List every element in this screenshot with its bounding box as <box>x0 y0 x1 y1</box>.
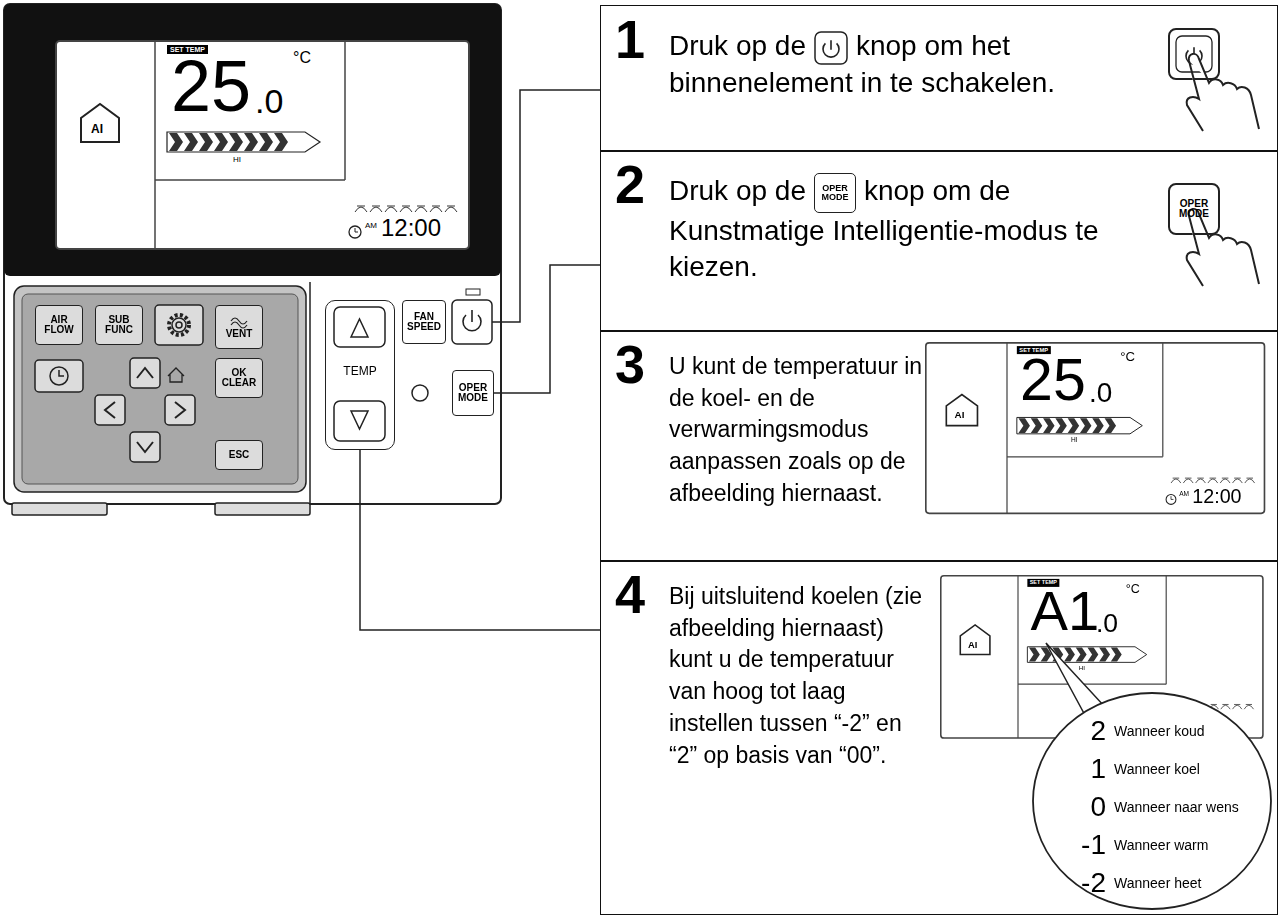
text-cell: Wanneer koud <box>1106 722 1205 740</box>
digit-cell: -1 <box>1031 831 1106 859</box>
step-number: 4 <box>615 567 645 621</box>
digit-cell: 0 <box>1031 793 1106 821</box>
leader-line <box>492 90 600 322</box>
text-cell: Wanneer heet <box>1106 874 1201 892</box>
remote-button: FAN SPEED <box>402 300 446 344</box>
step-text: Druk op deknop om het binnenelement in t… <box>669 28 1149 101</box>
text-cell: Wanneer warm <box>1106 836 1208 854</box>
ai-icon-text: AI <box>955 410 965 420</box>
step-box: 3 U kunt de temperatuur in de koel- en de… <box>600 330 1278 562</box>
lcd-display: AISET TEMP25.0°CHIAM12:00 <box>925 342 1265 514</box>
pressing-hand <box>1165 25 1265 135</box>
callout-digit: -2 <box>1081 867 1106 898</box>
step-text: Druk op deOPER MODEknop om de Kunstmatig… <box>669 173 1149 286</box>
callout-digit: 0 <box>1090 791 1106 822</box>
degree-unit: °C <box>1126 583 1140 595</box>
text-cell: Wanneer naar wens <box>1106 798 1239 816</box>
fan-speed-text: HI <box>1071 437 1078 444</box>
temperature-digits: 25 <box>1020 350 1086 409</box>
magnifier-callout: 2 Wanneer koud 1 Wanneer koel 0 Wanneer naar … <box>1031 691 1273 911</box>
button-label: OPER MODE <box>1179 199 1209 220</box>
callout-digit: 2 <box>1090 715 1106 746</box>
callout-row: 0 Wanneer naar wens <box>1031 789 1273 825</box>
callout-text: Wanneer koud <box>1114 723 1205 739</box>
step-box: 1 Druk op deknop om het binnenelement in … <box>600 5 1278 152</box>
callout-digit: 1 <box>1090 753 1106 784</box>
clock-time: 12:00 <box>381 216 441 240</box>
ai-icon-text: AI <box>968 640 977 649</box>
button-label: SUB FUNC <box>105 315 133 336</box>
step-box: 2Druk op deOPER MODEknop om de Kunstmati… <box>600 150 1278 332</box>
callout-text: Wanneer warm <box>1114 837 1208 853</box>
step-number: 3 <box>615 337 645 391</box>
temperature-decimal: .0 <box>1096 609 1118 636</box>
remote-button: ESC <box>215 440 263 470</box>
callout-text: Wanneer heet <box>1114 875 1201 891</box>
step-box: 4 Bij uitsluitend koelen (zie afbeelding … <box>600 560 1278 915</box>
callout-row: -2 Wanneer heet <box>1031 865 1273 901</box>
callout-row: 1 Wanneer koel <box>1031 751 1273 787</box>
fan-speed-text: HI <box>233 156 241 164</box>
degree-unit: °C <box>293 50 311 66</box>
remote-button: OK CLEAR <box>215 358 263 398</box>
temp-button-group: TEMP <box>325 300 395 450</box>
power-icon <box>814 31 848 65</box>
temperature-decimal: .0 <box>255 84 283 118</box>
degree-unit: °C <box>1120 350 1135 363</box>
button-label: ESC <box>229 450 250 461</box>
inline-oper-mode-icon: OPER MODE <box>814 173 856 213</box>
lcd-display: AISET TEMP25.0°CHIAM12:00 <box>55 40 470 250</box>
temp-label-box: TEMP <box>326 361 394 379</box>
ai-icon-text: AI <box>91 123 103 135</box>
digit-cell: 2 <box>1031 717 1106 745</box>
temperature-decimal: .0 <box>1089 378 1112 406</box>
remote-button: AIR FLOW <box>35 305 83 345</box>
temperature-digits: A1 <box>1030 583 1099 639</box>
button-label: FAN SPEED <box>407 312 441 333</box>
clock-time: 12:00 <box>1192 486 1241 506</box>
remote-button: OPER MODE <box>452 370 494 416</box>
remote-button: VENT <box>215 305 263 349</box>
button-label: OPER MODE <box>458 383 488 404</box>
step-text: U kunt de temperatuur in de koel- en de … <box>669 351 924 510</box>
leader-connector <box>360 450 600 630</box>
step-text: Bij uitsluitend koelen (zie afbeelding h… <box>669 581 931 771</box>
inline-power-icon <box>814 31 848 65</box>
digit-cell: -2 <box>1031 869 1106 897</box>
step-number: 1 <box>615 12 645 66</box>
callout-digit: -1 <box>1081 829 1106 860</box>
button-label: OPER MODE <box>821 184 848 203</box>
step-text-part: Druk op de <box>669 175 806 206</box>
temperature-digits: 25 <box>171 50 251 122</box>
callout-text: Wanneer naar wens <box>1114 799 1239 815</box>
callout-text: Wanneer koel <box>1114 761 1200 777</box>
step-text-part: U kunt de temperatuur in de koel- en de … <box>669 353 922 506</box>
temp-label: TEMP <box>343 364 376 378</box>
am-indicator: AM <box>365 222 377 230</box>
digit-cell: 1 <box>1031 755 1106 783</box>
step-text-part: Bij uitsluitend koelen (zie afbeelding h… <box>669 583 922 768</box>
fan-speed-text: HI <box>1079 665 1085 671</box>
button-label: AIR FLOW <box>44 315 73 336</box>
button-label: VENT <box>226 329 253 340</box>
leader-connector <box>494 265 600 393</box>
button-label-box: OPER MODE <box>1169 184 1219 234</box>
callout-row: 2 Wanneer koud <box>1031 713 1273 749</box>
am-indicator: AM <box>1179 491 1189 498</box>
text-cell: Wanneer koel <box>1106 760 1200 778</box>
step-text-part: Druk op de <box>669 30 806 61</box>
remote-button: SUB FUNC <box>95 305 143 345</box>
button-label: OK CLEAR <box>222 368 256 389</box>
fan-icon <box>229 315 249 327</box>
callout-row: -1 Wanneer warm <box>1031 827 1273 863</box>
pressing-hand <box>1165 180 1265 290</box>
step-number: 2 <box>615 157 645 211</box>
